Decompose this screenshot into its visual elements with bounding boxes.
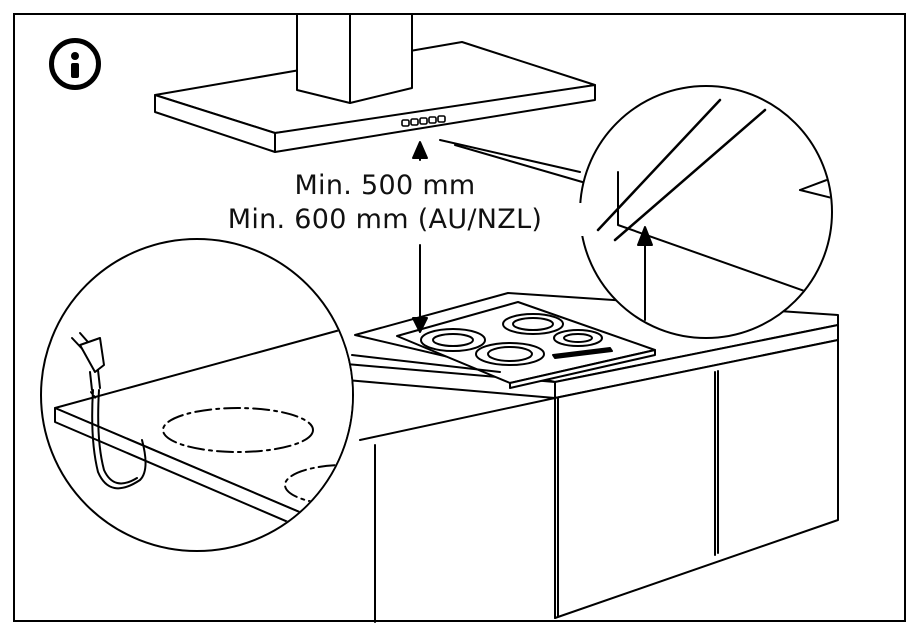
distance-arrow: [412, 141, 428, 333]
cooker-hood: [154, 14, 596, 153]
countertop-detail-zoom: [40, 238, 501, 552]
info-icon-dot: [71, 52, 79, 60]
min-distance-label: Min. 500 mm: [250, 169, 520, 202]
min-distance-au-nzl-label: Min. 600 mm (AU/NZL): [180, 203, 590, 236]
hood-detail-zoom: [439, 85, 833, 339]
cooktop: [396, 301, 656, 389]
info-icon: [49, 38, 101, 90]
info-icon-stem: [71, 63, 79, 78]
